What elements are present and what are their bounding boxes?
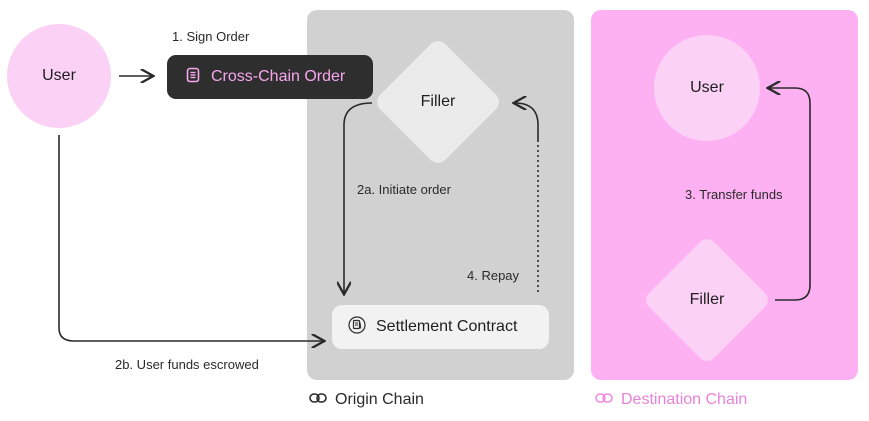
arrow-repay-head <box>515 103 539 140</box>
user-origin-label: User <box>42 67 76 84</box>
transfer-funds-label: 3. Transfer funds <box>685 187 783 202</box>
user-funds-escrowed-label: 2b. User funds escrowed <box>115 357 259 372</box>
sign-order-label: 1. Sign Order <box>172 29 250 44</box>
link-icon <box>309 391 327 409</box>
origin-chain-label: Origin Chain <box>309 391 424 409</box>
destination-chain-text: Destination Chain <box>621 391 748 408</box>
contract-icon <box>348 315 366 339</box>
destination-chain-label: Destination Chain <box>595 391 747 409</box>
arrow-transfer-funds <box>769 88 811 301</box>
document-icon <box>185 67 201 88</box>
user-node-destination: User <box>654 35 760 141</box>
settlement-contract-label: Settlement Contract <box>376 318 518 335</box>
user-node-origin: User <box>7 24 111 128</box>
user-destination-label: User <box>690 79 724 96</box>
settlement-contract-node: Settlement Contract <box>332 305 549 349</box>
cross-chain-order-label: Cross-Chain Order <box>211 68 346 85</box>
cross-chain-order-node: Cross-Chain Order <box>167 55 373 99</box>
arrow-user-funds-escrowed <box>58 135 323 341</box>
initiate-order-label: 2a. Initiate order <box>357 182 451 197</box>
origin-chain-text: Origin Chain <box>335 391 424 408</box>
filler-origin-label: Filler <box>420 93 456 110</box>
arrow-initiate-order <box>344 102 373 293</box>
link-icon <box>595 391 613 409</box>
repay-label: 4. Repay <box>467 268 520 283</box>
filler-destination-label: Filler <box>689 291 725 308</box>
